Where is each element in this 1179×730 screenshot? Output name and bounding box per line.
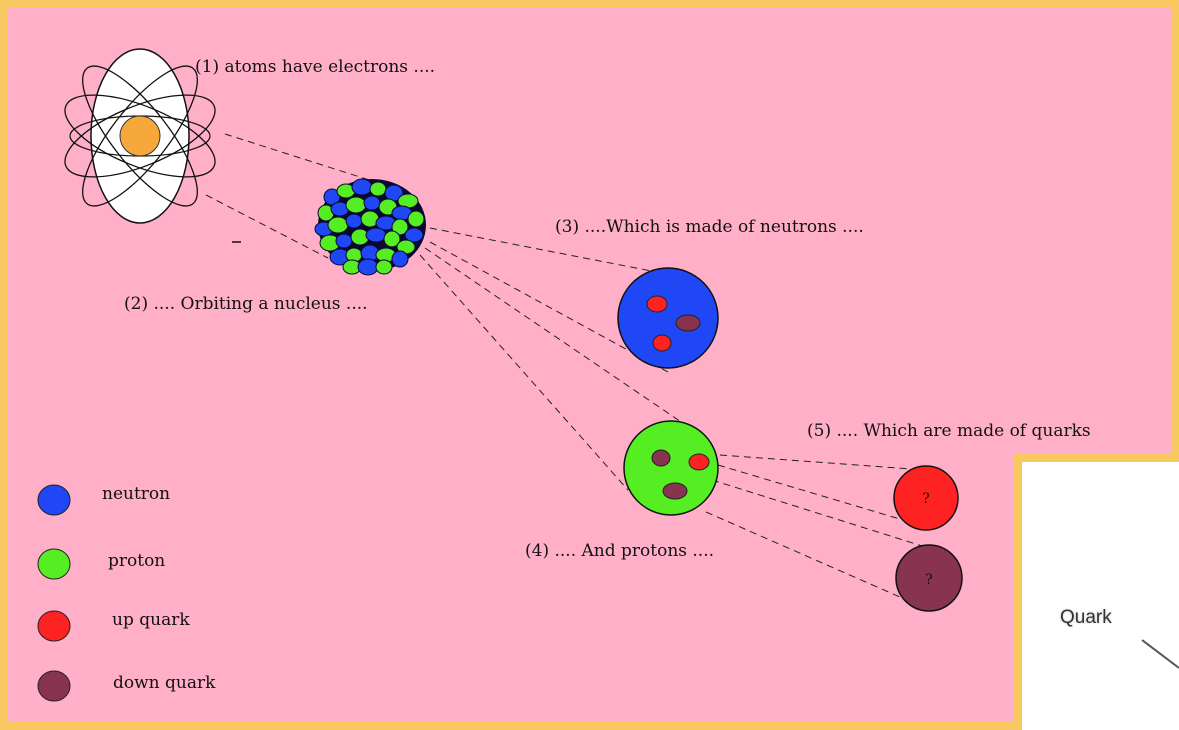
down-quark-mark: ? (925, 572, 933, 588)
nucleus-proton (345, 196, 367, 214)
caption-step4: (4) .... And protons .... (525, 541, 715, 561)
nucleus-neutron (391, 250, 409, 268)
atom-core (119, 115, 161, 157)
legend-label-neutron: neutron (102, 484, 171, 504)
nucleus-proton (407, 210, 425, 228)
caption-step2: (2) .... Orbiting a nucleus .... (124, 294, 368, 314)
caption-step3: (3) ....Which is made of neutrons .... (555, 217, 864, 237)
down-quark-enlarged: ? (895, 544, 963, 612)
nucleus-neutron (357, 258, 379, 276)
legend-label-down-quark: down quark (113, 673, 216, 693)
nucleus-neutron (363, 195, 381, 211)
legend-neutron-swatch (37, 484, 71, 516)
proton-enlarged (623, 420, 719, 516)
nucleus-proton (391, 218, 409, 236)
up-quark-enlarged: ? (893, 465, 959, 531)
neutron-enlarged (617, 267, 719, 369)
legend-proton-swatch (37, 548, 71, 580)
nucleus-illustration (314, 178, 426, 276)
nucleus-neutron (335, 233, 353, 249)
quark-pointer-line (1141, 639, 1179, 669)
nucleus-proton (375, 259, 393, 275)
legend-swatches (37, 484, 71, 702)
nucleus-neutron (365, 227, 387, 243)
nucleus-proton (383, 230, 401, 248)
legend-up-quark-swatch (37, 610, 71, 642)
legend-down-quark-swatch (37, 670, 71, 702)
atom-illustration (64, 48, 241, 243)
legend-label-up-quark: up quark (112, 610, 190, 630)
nucleus-neutron (404, 227, 424, 243)
caption-step5: (5) .... Which are made of quarks (807, 421, 1091, 441)
caption-step1: (1) atoms have electrons .... (195, 57, 436, 77)
nucleus-proton (369, 181, 387, 197)
up-quark-mark: ? (922, 491, 930, 507)
nucleus-neutron (351, 178, 373, 196)
legend-label-proton: proton (108, 551, 166, 571)
zoom-lines (205, 133, 936, 609)
nucleus-proton (327, 216, 349, 234)
nucleus-neutron (345, 213, 363, 229)
corner-quark-label: Quark (1060, 607, 1112, 628)
